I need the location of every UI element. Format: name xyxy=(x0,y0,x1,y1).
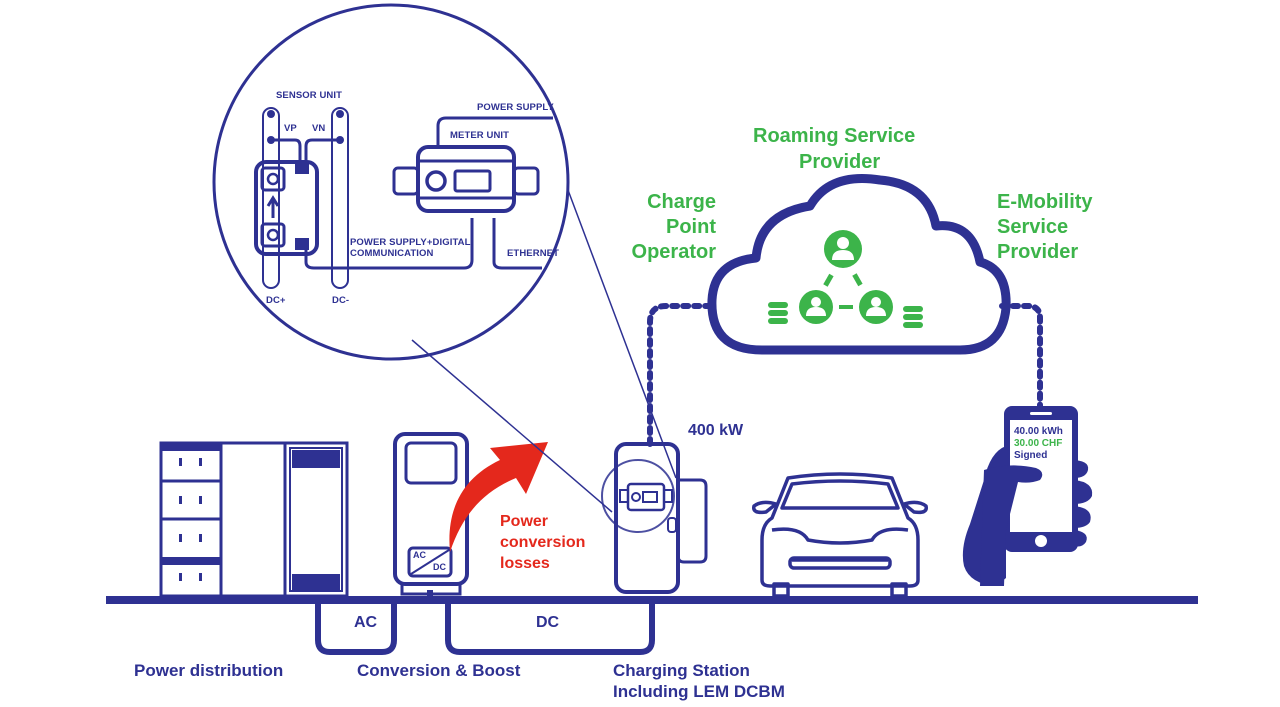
ground-line xyxy=(106,596,1198,604)
dc-plus-label: DC+ xyxy=(266,295,286,306)
losses-label-3: losses xyxy=(500,555,550,572)
dc-bus xyxy=(445,604,655,655)
hand-phone-icon xyxy=(962,406,1093,586)
emsp-label-3: Provider xyxy=(997,241,1079,263)
cloud xyxy=(707,173,1011,355)
caption-charging-station-2: Including LEM DCBM xyxy=(613,682,785,701)
caption-conversion-boost: Conversion & Boost xyxy=(357,661,521,680)
cloud-user-top-icon xyxy=(824,230,862,268)
power-loss-arrow xyxy=(449,442,548,552)
phone-energy: 40.00 kWh xyxy=(1014,426,1063,437)
phone-price: 30.00 CHF xyxy=(1014,438,1063,449)
cloud-user-right-icon xyxy=(859,290,893,324)
cpo-label-2: Point xyxy=(666,216,716,238)
cpo-label-3: Operator xyxy=(631,241,716,263)
cpo-label-1: Charge xyxy=(647,191,716,213)
dc-bus-label: DC xyxy=(536,614,560,631)
charging-station xyxy=(601,442,708,594)
cpo-link xyxy=(647,303,713,447)
roaming-label-2: Provider xyxy=(799,151,881,173)
vn-label: VN xyxy=(312,123,326,134)
power-supply-label: POWER SUPPLY xyxy=(477,102,554,113)
sensor-unit-label: SENSOR UNIT xyxy=(276,90,343,101)
caption-power-distribution: Power distribution xyxy=(134,661,284,680)
meter-unit xyxy=(392,116,553,213)
database-left-icon xyxy=(768,302,788,324)
emsp-label-2: Service xyxy=(997,216,1069,238)
roaming-label-1: Roaming Service xyxy=(753,125,916,147)
power-supply-digital-label-2: COMMUNICATION xyxy=(350,248,434,259)
car-icon xyxy=(752,472,928,598)
ac-bus-label: AC xyxy=(354,614,378,631)
dc-minus-label: DC- xyxy=(332,295,350,306)
emsp-link xyxy=(999,303,1043,409)
vp-label: VP xyxy=(284,123,297,134)
losses-label-2: conversion xyxy=(500,534,586,551)
meter-unit-label: METER UNIT xyxy=(450,130,510,141)
sensor-unit xyxy=(262,107,349,289)
ac-bus xyxy=(315,604,397,655)
emsp-label-1: E-Mobility xyxy=(997,191,1093,213)
power-rating-label: 400 kW xyxy=(688,422,744,439)
caption-charging-station-1: Charging Station xyxy=(613,661,750,680)
zoom-inset xyxy=(212,3,570,361)
converter-dc-label: DC xyxy=(433,562,446,572)
losses-label-1: Power xyxy=(500,513,549,530)
cloud-user-left-icon xyxy=(799,290,833,324)
database-right-icon xyxy=(903,306,923,328)
power-supply-digital-label-1: POWER SUPPLY+DIGITAL xyxy=(350,237,471,248)
power-distribution-cabinet xyxy=(159,441,349,598)
ethernet-label: ETHERNET xyxy=(507,248,559,259)
converter-ac-label: AC xyxy=(413,550,426,560)
phone-status: Signed xyxy=(1014,450,1048,461)
